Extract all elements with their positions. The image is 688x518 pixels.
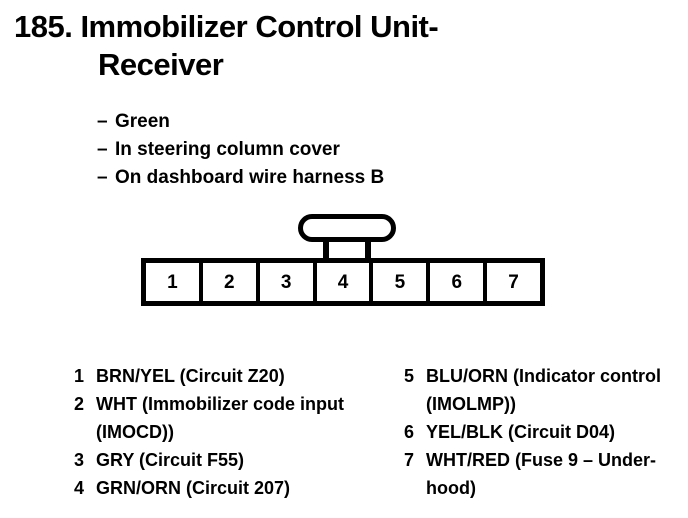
pin-description: WHT/RED (Fuse 9 – Under-hood) <box>426 450 657 498</box>
note-text: In steering column cover <box>115 139 340 160</box>
pin-description: YEL/BLK (Circuit D04) <box>426 422 616 442</box>
note-text: Green <box>115 111 170 132</box>
pin-legend-right-column: 5 BLU/ORN (Indicator control (IMOLMP)) 6… <box>404 362 684 502</box>
connector-body: 1 2 3 4 5 6 7 <box>141 258 545 306</box>
list-item: –Green <box>97 108 384 136</box>
dash-icon: – <box>97 167 108 188</box>
connector-pin-4: 4 <box>316 263 370 301</box>
connector-pin-5: 5 <box>373 263 427 301</box>
page-title: 185. Immobilizer Control Unit- Receiver <box>14 8 644 84</box>
pin-legend-left-column: 1 BRN/YEL (Circuit Z20) 2 WHT (Immobiliz… <box>74 362 394 502</box>
pin-description: GRN/ORN (Circuit 207) <box>96 478 291 498</box>
list-item: 6 YEL/BLK (Circuit D04) <box>404 418 684 446</box>
list-item: –On dashboard wire harness B <box>97 164 384 192</box>
pin-number: 5 <box>404 366 415 386</box>
dash-icon: – <box>97 111 108 132</box>
list-item: 4 GRN/ORN (Circuit 207) <box>74 474 394 502</box>
list-item: 2 WHT (Immobilizer code input (IMOCD)) <box>74 390 394 446</box>
connector-pin-2: 2 <box>202 263 256 301</box>
connector-diagram: 1 2 3 4 5 6 7 <box>141 214 545 306</box>
pin-description: GRY (Circuit F55) <box>96 450 245 470</box>
dash-icon: – <box>97 139 108 160</box>
connector-pin-3: 3 <box>259 263 313 301</box>
connector-pin-6: 6 <box>430 263 484 301</box>
list-item: 7 WHT/RED (Fuse 9 – Under-hood) <box>404 446 684 502</box>
pin-number: 7 <box>404 450 415 470</box>
connector-pin-1: 1 <box>146 263 199 301</box>
list-item: 5 BLU/ORN (Indicator control (IMOLMP)) <box>404 362 684 418</box>
list-item: –In steering column cover <box>97 136 384 164</box>
page-title-line-1: 185. Immobilizer Control Unit- <box>14 9 439 44</box>
list-item: 3 GRY (Circuit F55) <box>74 446 394 474</box>
connector-lock-tab-icon <box>298 214 396 242</box>
pin-legend: 1 BRN/YEL (Circuit Z20) 2 WHT (Immobiliz… <box>0 362 688 512</box>
pin-number: 1 <box>74 366 85 386</box>
pin-number: 3 <box>74 450 85 470</box>
page-title-line-2: Receiver <box>98 47 224 82</box>
list-item: 1 BRN/YEL (Circuit Z20) <box>74 362 394 390</box>
pin-description: WHT (Immobilizer code input (IMOCD)) <box>96 394 344 442</box>
pin-number: 4 <box>74 478 85 498</box>
pin-number: 2 <box>74 394 85 414</box>
pin-number: 6 <box>404 422 415 442</box>
note-text: On dashboard wire harness B <box>115 167 385 188</box>
connector-pin-7: 7 <box>487 263 541 301</box>
pin-description: BLU/ORN (Indicator control (IMOLMP)) <box>426 366 661 414</box>
notes-list: –Green –In steering column cover –On das… <box>97 108 384 192</box>
pin-description: BRN/YEL (Circuit Z20) <box>96 366 285 386</box>
